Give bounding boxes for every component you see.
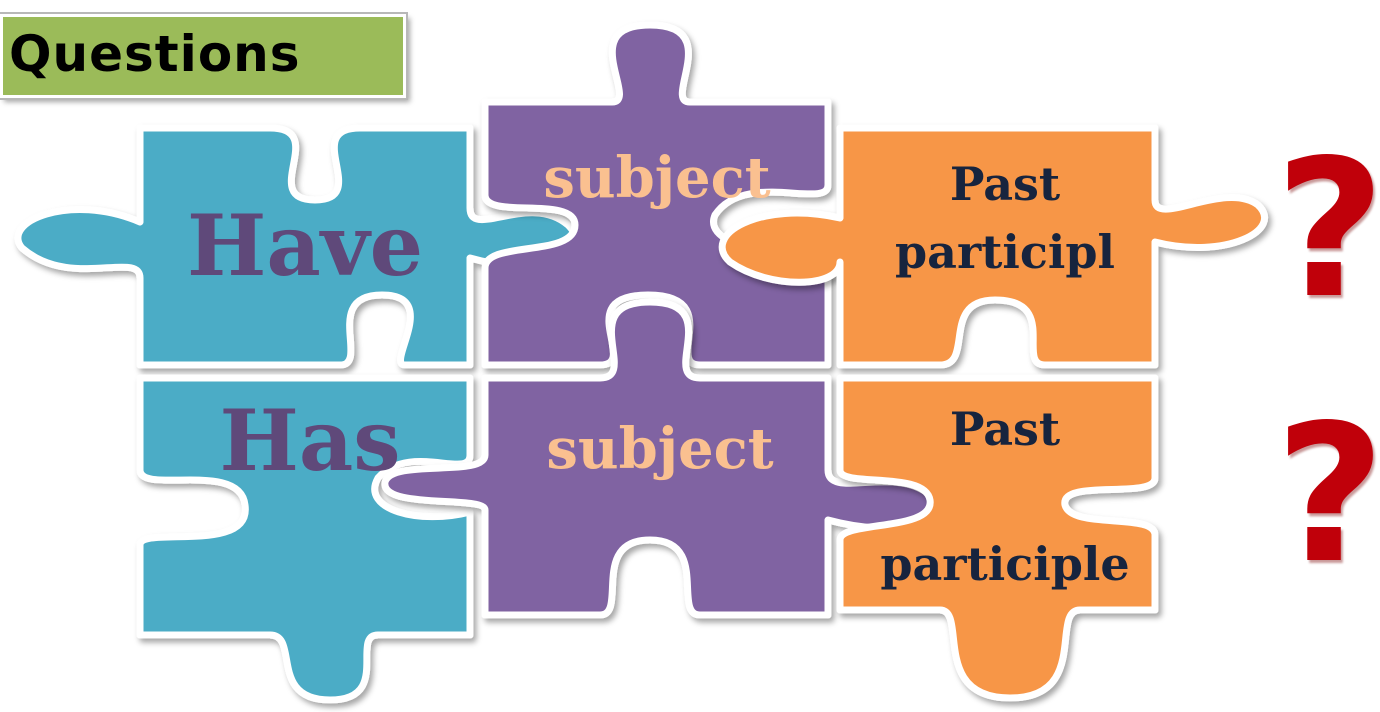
- puzzle-piece-purple-bottom: [381, 298, 940, 619]
- participle-row2-line2: participle: [880, 537, 1129, 591]
- subject-row2: subject: [546, 416, 773, 482]
- verb-have: Have: [187, 196, 423, 295]
- question-mark-row2: ?: [1275, 384, 1380, 605]
- question-mark-row1: ?: [1275, 119, 1380, 340]
- verb-has: Has: [219, 391, 400, 490]
- title-box: Questions: [0, 12, 408, 100]
- puzzle-piece-teal-top: [14, 124, 581, 369]
- slide-title: Questions: [9, 25, 301, 83]
- participle-row2-line1: Past: [950, 402, 1061, 456]
- participle-row1-line1: Past: [950, 157, 1061, 211]
- puzzle-piece-orange-bottom: [836, 374, 1159, 702]
- subject-row1: subject: [543, 145, 770, 211]
- participle-row1-line2: participl: [895, 225, 1115, 279]
- puzzle-piece-orange-top: [718, 124, 1268, 369]
- puzzle-piece-teal-bottom: [136, 374, 474, 704]
